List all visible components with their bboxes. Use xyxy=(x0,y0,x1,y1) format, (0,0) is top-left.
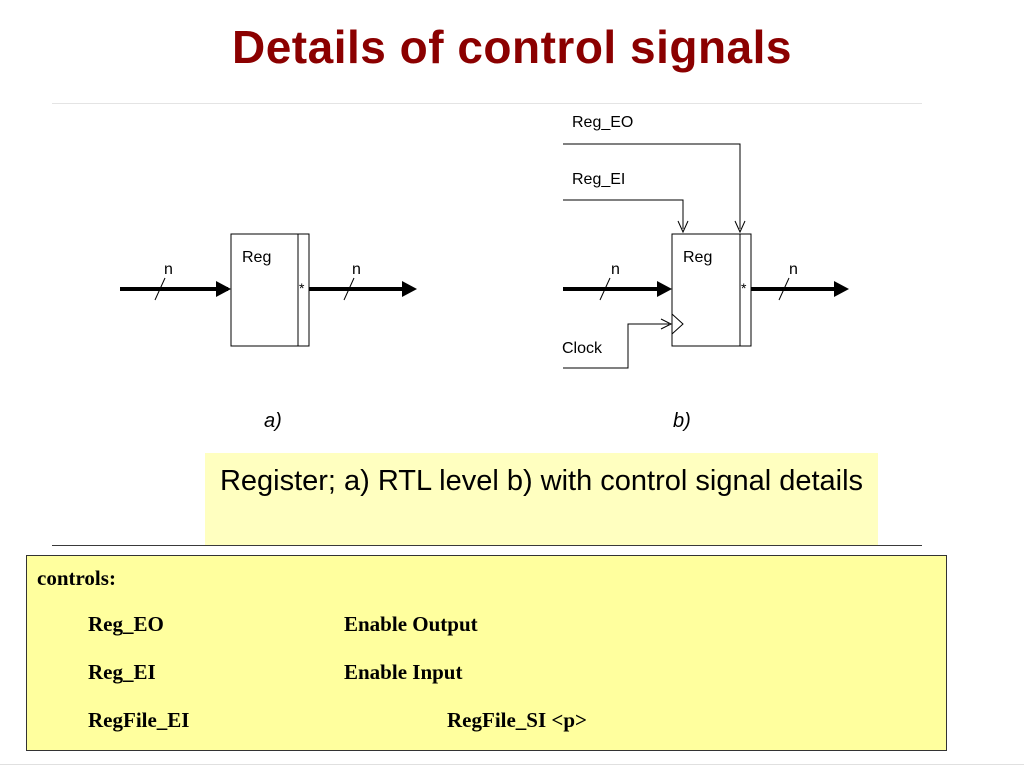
controls-heading: controls: xyxy=(37,566,116,590)
clock-triangle-b xyxy=(671,313,684,335)
signal-label-reg-ei: Reg_EI xyxy=(572,171,625,188)
bottom-divider xyxy=(0,764,1024,765)
register-diagrams: n Reg * n a) Reg_EO Reg_EI Clock n Re xyxy=(120,114,849,432)
input-width-label-b: n xyxy=(611,261,620,278)
input-width-label-a: n xyxy=(164,261,173,278)
control-signal-name: Reg_EO xyxy=(88,612,164,636)
input-arrowhead-b xyxy=(657,281,672,297)
control-signal-name: RegFile_EI xyxy=(88,708,190,732)
register-marker-b: * xyxy=(741,280,747,296)
control-signal-name: Reg_EI xyxy=(88,660,156,684)
control-signal-meaning: Enable Output xyxy=(344,612,478,636)
diagram-a: n Reg * n a) xyxy=(120,233,417,432)
control-signal-meaning: Enable Input xyxy=(344,660,463,684)
caption-b: b) xyxy=(673,410,691,432)
diagram-b: Reg_EO Reg_EI Clock n Reg * n b) xyxy=(562,114,849,432)
signal-arrow-reg-eo xyxy=(734,220,746,234)
output-slash-b xyxy=(778,277,790,301)
figure-caption: Register; a) RTL level b) with control s… xyxy=(205,453,878,545)
controls-row: Reg_EO Enable Output xyxy=(27,612,946,638)
signal-wire-reg-eo xyxy=(563,143,741,229)
output-arrowhead-b xyxy=(834,281,849,297)
output-width-label-b: n xyxy=(789,261,798,278)
controls-box: controls: Reg_EO Enable Output Reg_EI En… xyxy=(26,555,947,751)
signal-label-clock: Clock xyxy=(562,340,603,357)
register-label-a: Reg xyxy=(242,249,271,266)
output-slash-a xyxy=(343,277,355,301)
controls-row: RegFile_EI RegFile_SI <p> xyxy=(27,708,946,734)
register-block-a xyxy=(230,233,310,347)
register-label-b: Reg xyxy=(683,249,712,266)
top-divider xyxy=(52,103,922,104)
register-block-b xyxy=(671,233,752,347)
input-slash-b xyxy=(599,277,611,301)
signal-arrow-clock xyxy=(660,318,673,330)
output-arrowhead-a xyxy=(402,281,417,297)
signal-wire-clock xyxy=(563,323,669,369)
input-arrowhead-a xyxy=(216,281,231,297)
input-slash-a xyxy=(154,277,166,301)
caption-a: a) xyxy=(264,410,282,432)
controls-row: Reg_EI Enable Input xyxy=(27,660,946,686)
signal-wire-reg-ei xyxy=(563,199,684,229)
control-signal-meaning: RegFile_SI <p> xyxy=(447,708,588,732)
output-width-label-a: n xyxy=(352,261,361,278)
register-marker-a: * xyxy=(299,280,305,296)
slide-title: Details of control signals xyxy=(232,21,792,73)
signal-label-reg-eo: Reg_EO xyxy=(572,114,633,131)
middle-divider xyxy=(52,545,922,546)
signal-arrow-reg-ei xyxy=(677,220,689,234)
